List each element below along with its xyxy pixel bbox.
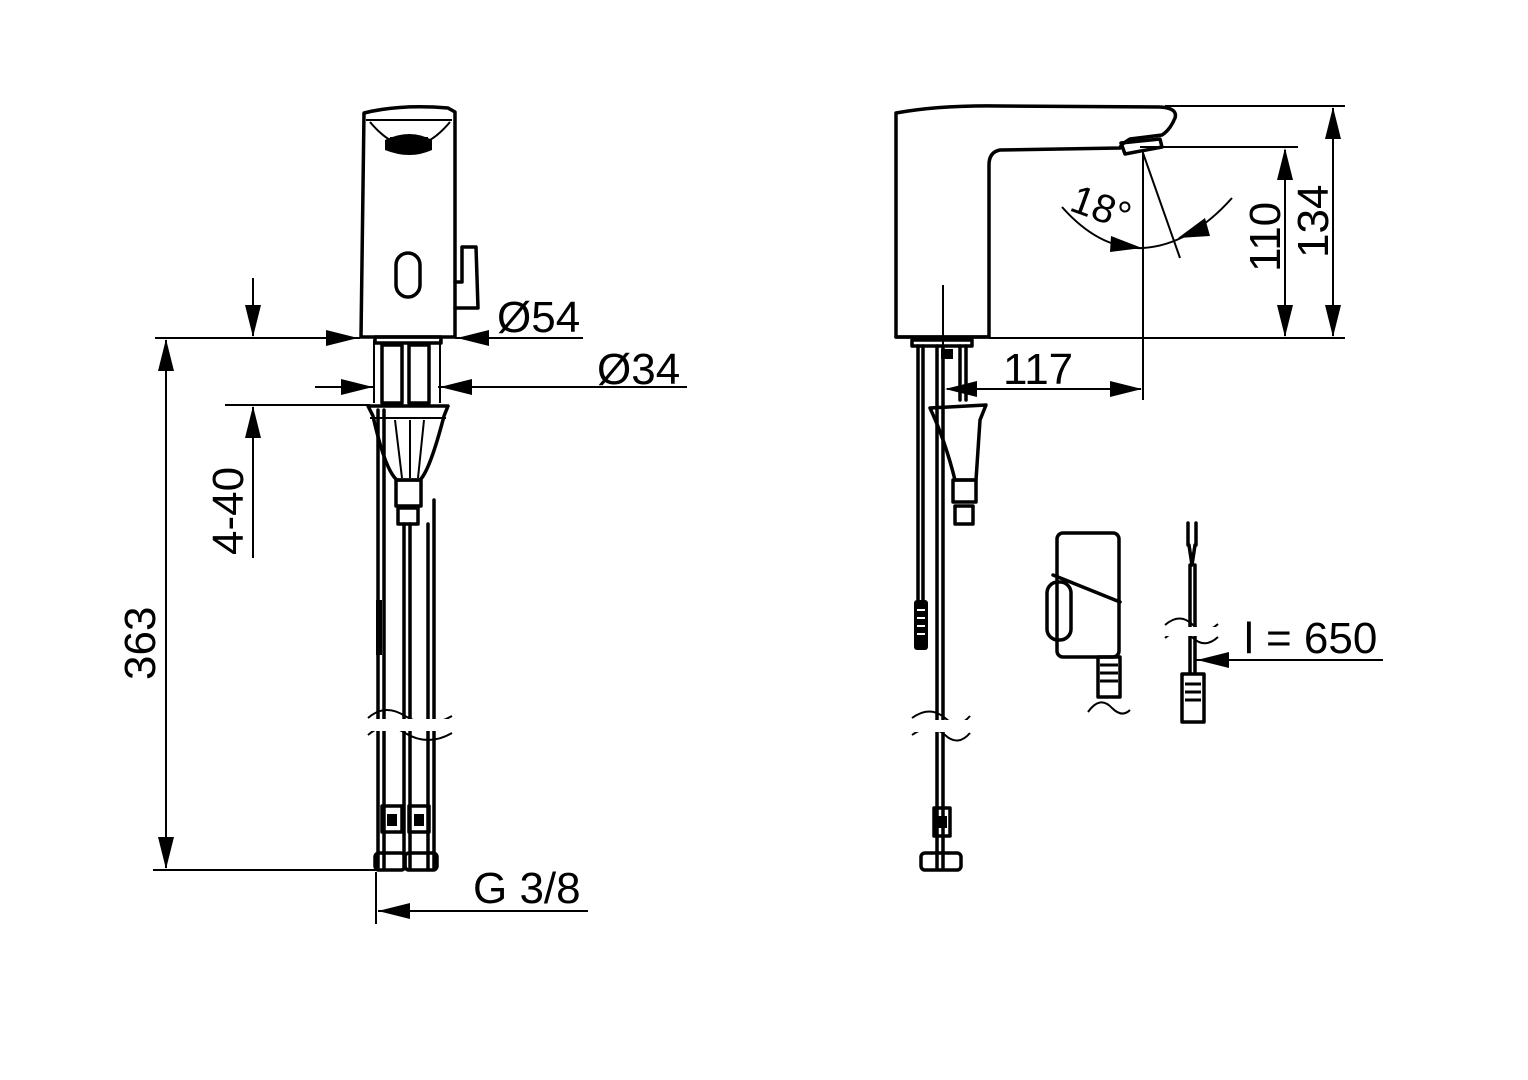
- dim-spout-reach: 117: [1003, 345, 1073, 394]
- dim-spout-angle: 18°: [1065, 177, 1137, 239]
- cable: l = 650: [1162, 521, 1383, 724]
- dim-overall-height: 134: [1289, 185, 1338, 258]
- dim-total-height: 363: [116, 607, 165, 680]
- front-dimensions: Ø54 Ø34 4-40 363 G 3/8: [116, 278, 687, 924]
- dim-connection-thread: G 3/8: [473, 864, 581, 913]
- side-view: [894, 104, 1178, 872]
- dim-deck-thickness: 4-40: [204, 467, 253, 555]
- sensor-window-icon: [394, 251, 422, 299]
- dim-shank-diameter: Ø34: [597, 345, 680, 394]
- dim-cable-length: l = 650: [1244, 614, 1377, 663]
- dim-spout-height: 110: [1241, 202, 1290, 272]
- power-supply-unit: [1045, 531, 1131, 715]
- side-dimensions: 110 134 117 18°: [945, 105, 1345, 400]
- front-view: [359, 105, 480, 872]
- dim-base-diameter: Ø54: [497, 293, 580, 342]
